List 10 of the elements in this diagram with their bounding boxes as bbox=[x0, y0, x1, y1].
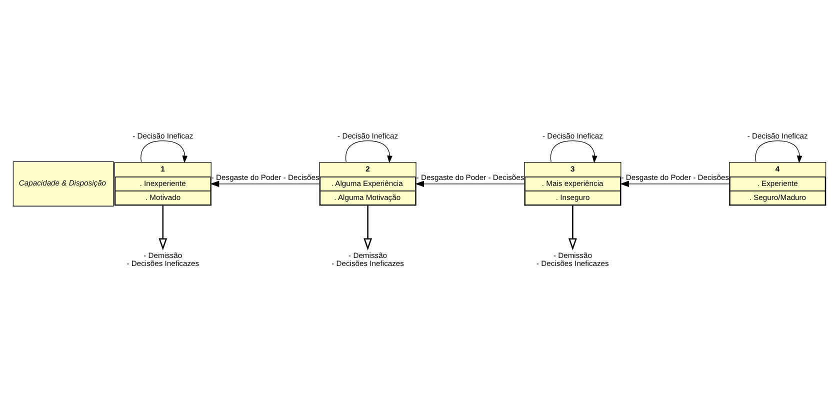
arrow bbox=[364, 205, 372, 250]
arrow bbox=[415, 180, 525, 187]
arrow bbox=[158, 205, 168, 250]
arrow bbox=[620, 180, 730, 187]
arrow bbox=[140, 140, 188, 163]
arrow bbox=[755, 140, 802, 163]
arrow bbox=[345, 140, 392, 163]
arrow bbox=[550, 140, 598, 163]
arrow bbox=[568, 205, 577, 250]
arrow bbox=[210, 180, 320, 187]
